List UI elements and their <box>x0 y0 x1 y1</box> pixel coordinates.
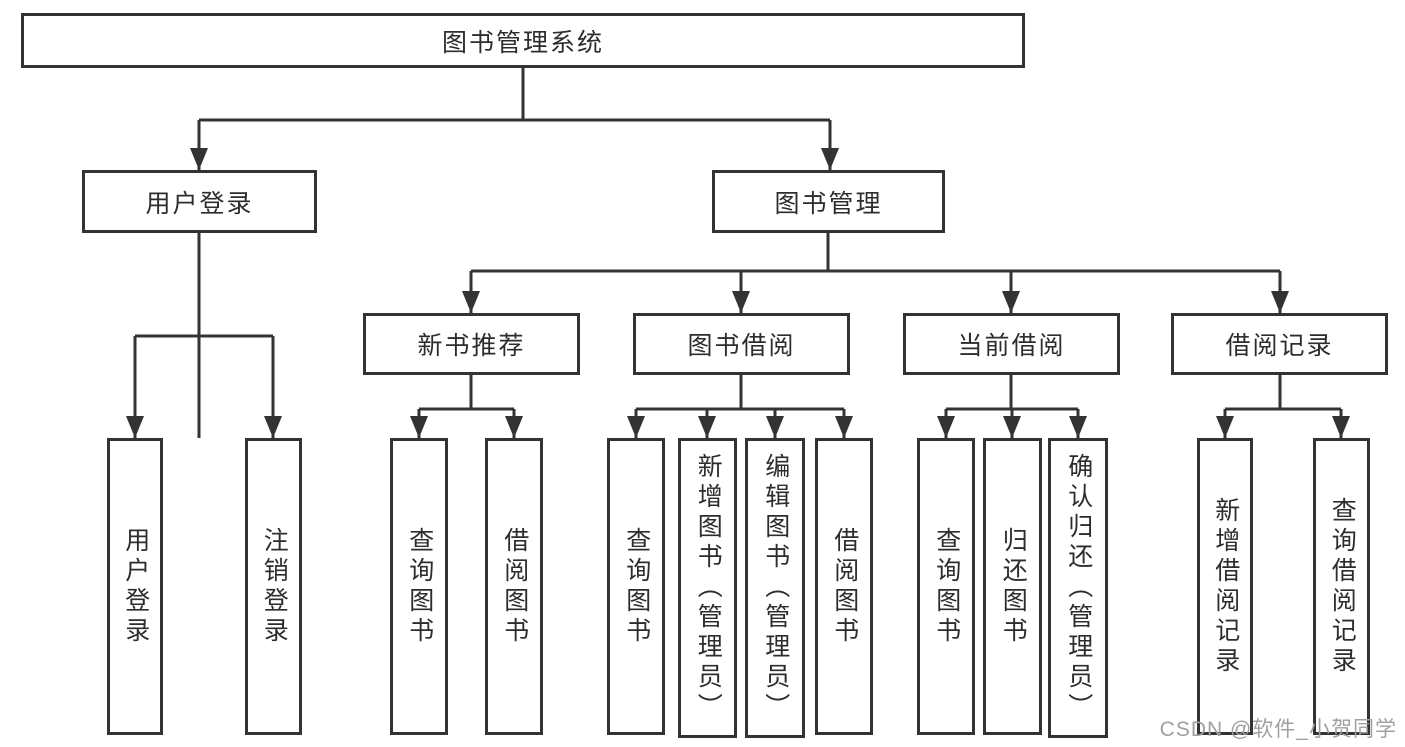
leaf-borrow-edit-books-admin: 编辑图书（管理员） <box>745 438 805 738</box>
arrowhead-down <box>1003 416 1021 438</box>
node-book-borrowing: 图书借阅 <box>633 313 850 375</box>
leaf-borrow-add-books-admin: 新增图书（管理员） <box>678 438 737 738</box>
node-borrowing-records: 借阅记录 <box>1171 313 1388 375</box>
leaf-current-confirm-return-admin: 确认归还（管理员） <box>1048 438 1108 738</box>
arrowhead-down <box>1069 416 1087 438</box>
arrowhead-down <box>126 416 144 438</box>
leaf-label: 用户登录 <box>121 526 150 647</box>
arrowhead-down <box>1332 416 1350 438</box>
leaf-newrec-borrow-books: 借阅图书 <box>485 438 543 735</box>
leaf-label: 借阅图书 <box>830 526 859 647</box>
leaf-label: 确认归还（管理员） <box>1064 453 1093 723</box>
arrowhead-down <box>627 416 645 438</box>
node-user-login: 用户登录 <box>82 170 317 233</box>
leaf-label: 归还图书 <box>999 526 1028 647</box>
leaf-borrow-borrow-books: 借阅图书 <box>815 438 873 735</box>
arrowhead-down <box>505 416 523 438</box>
leaf-label: 借阅图书 <box>500 526 529 647</box>
node-current-borrowing: 当前借阅 <box>903 313 1120 375</box>
connector-new-book-recommend <box>417 375 516 438</box>
node-book-management: 图书管理 <box>712 170 945 233</box>
arrowhead-down <box>1271 291 1289 313</box>
leaf-label: 注销登录 <box>260 526 289 647</box>
leaf-label: 查询图书 <box>622 526 651 647</box>
leaf-logout: 注销登录 <box>245 438 302 735</box>
connector-book-borrowing <box>634 375 846 438</box>
connector-root <box>197 68 832 438</box>
arrowhead-down <box>190 148 208 170</box>
csdn-watermark: CSDN @软件_小贺同学 <box>1159 718 1397 741</box>
arrowhead-down <box>264 416 282 438</box>
arrowhead-down <box>835 416 853 438</box>
leaf-label: 新增借阅记录 <box>1211 496 1240 677</box>
arrowhead-down <box>462 291 480 313</box>
leaf-newrec-query-books: 查询图书 <box>390 438 448 735</box>
leaf-label: 查询借阅记录 <box>1328 496 1357 677</box>
leaf-label: 查询图书 <box>405 526 434 647</box>
arrowhead-down <box>766 416 784 438</box>
leaf-user-login: 用户登录 <box>107 438 163 735</box>
arrowhead-down <box>1216 416 1234 438</box>
connector-user-login <box>133 233 275 438</box>
leaf-borrow-query-books: 查询图书 <box>607 438 665 735</box>
arrowhead-down <box>698 416 716 438</box>
connector-borrowing-records <box>1223 375 1343 438</box>
node-library-management-system: 图书管理系统 <box>21 13 1025 68</box>
arrowhead-down <box>937 416 955 438</box>
leaf-record-add-borrow-record: 新增借阅记录 <box>1197 438 1253 735</box>
leaf-record-query-borrow-record: 查询借阅记录 <box>1313 438 1370 735</box>
connector-book-management <box>469 233 1282 313</box>
node-new-book-recommend: 新书推荐 <box>363 313 580 375</box>
arrowhead-down <box>1002 291 1020 313</box>
arrowhead-down <box>732 291 750 313</box>
leaf-label: 新增图书（管理员） <box>694 453 723 723</box>
arrowhead-down <box>821 148 839 170</box>
leaf-current-query-books: 查询图书 <box>917 438 975 735</box>
leaf-current-return-books: 归还图书 <box>983 438 1042 735</box>
leaf-label: 编辑图书（管理员） <box>761 453 790 723</box>
arrowhead-down <box>410 416 428 438</box>
leaf-label: 查询图书 <box>932 526 961 647</box>
